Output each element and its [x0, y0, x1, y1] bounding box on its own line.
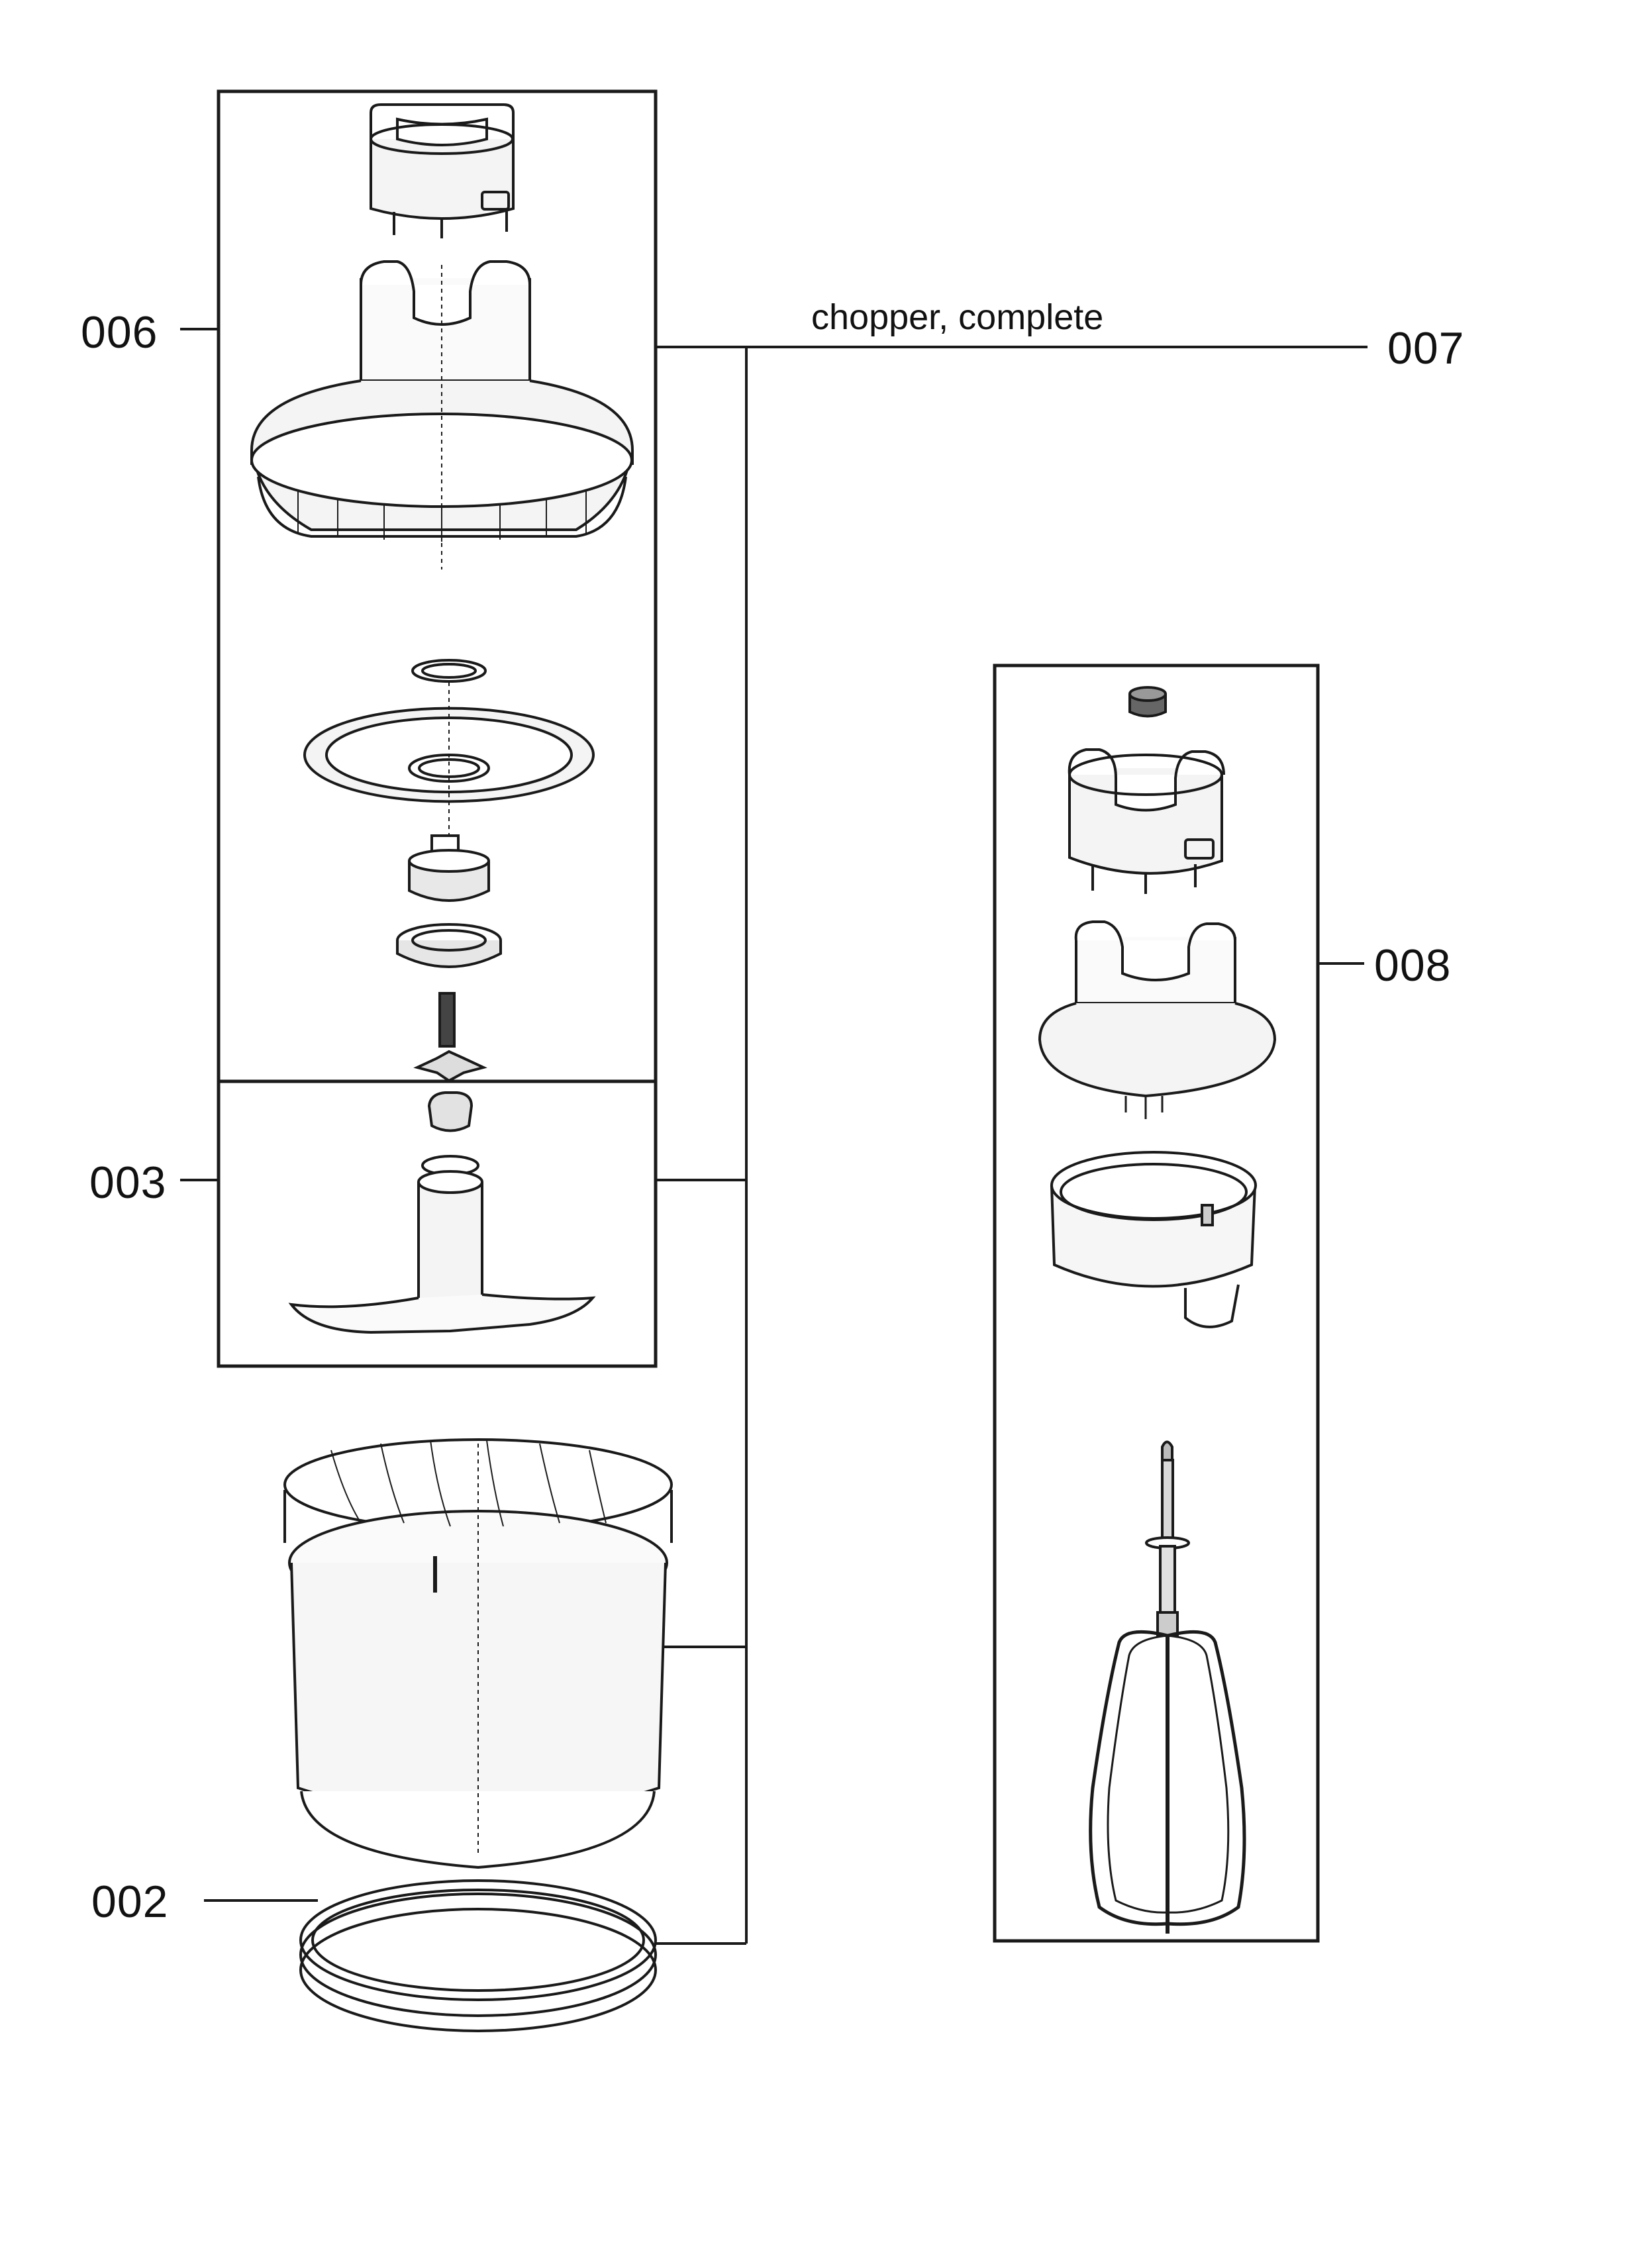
drive-hub-part: [396, 834, 502, 968]
leader-lines: [180, 328, 1368, 1945]
whisk-gearbox-base-part: [1050, 1151, 1257, 1328]
callout-008: 008: [1374, 940, 1452, 991]
whisk-gearbox-cover-part: [1038, 920, 1277, 1119]
spring-and-washer-part: [413, 992, 487, 1083]
drive-coupler-part: [370, 103, 515, 238]
whisk-part: [1089, 1440, 1246, 1934]
assembly-frame-008: [993, 664, 1320, 1943]
seal-and-plate-part: [303, 659, 595, 841]
callout-007: 007: [1387, 323, 1465, 373]
whisk-coupler-part: [1068, 748, 1225, 894]
callout-006: 006: [81, 307, 158, 358]
callout-003: 003: [89, 1158, 167, 1208]
whisk-nut-part: [1128, 686, 1167, 718]
label-chopper-complete: chopper, complete: [811, 297, 1104, 337]
assembly-frame-006-003: [217, 89, 658, 1368]
chopper-bowl-part: [283, 1438, 673, 1869]
callout-002: 002: [91, 1877, 169, 1927]
chopper-lid-part: [250, 260, 634, 569]
blade-part: [288, 1091, 596, 1334]
nonslip-ring-part: [299, 1879, 657, 2032]
